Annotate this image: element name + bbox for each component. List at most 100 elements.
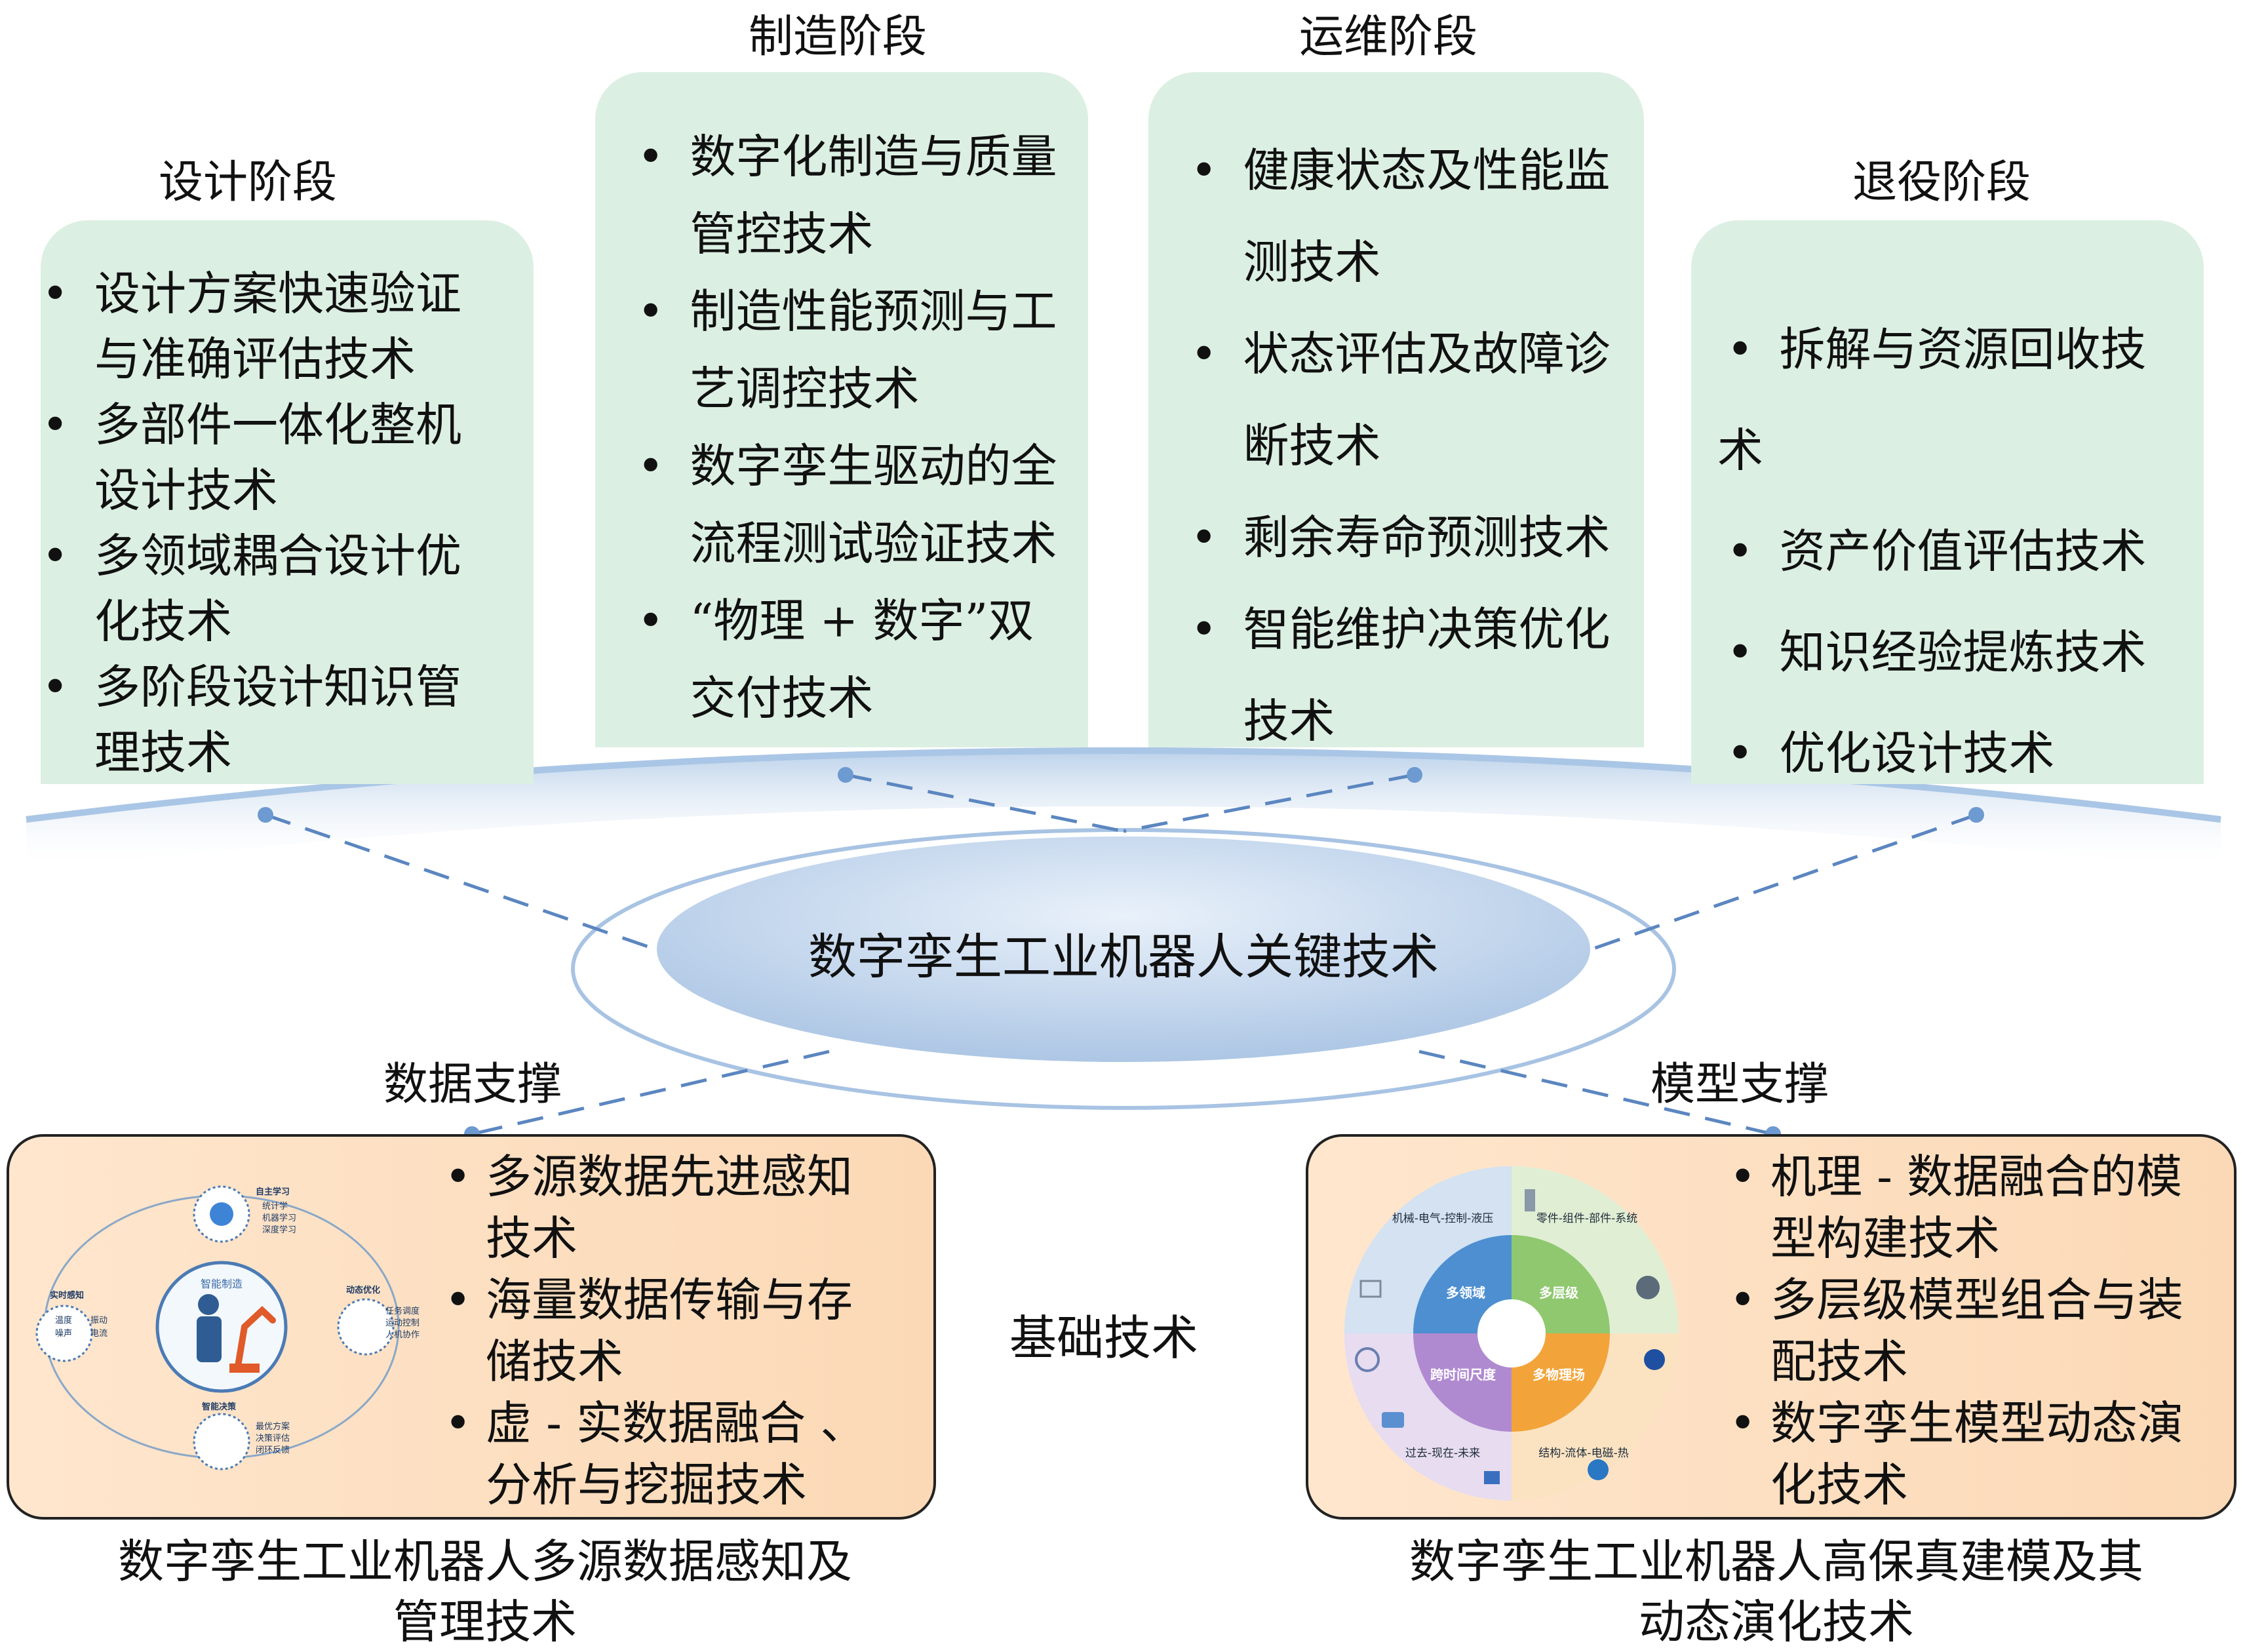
stage-item: 状态评估及故障诊断技术	[1243, 308, 1625, 492]
node-line: 运动控制	[385, 1318, 420, 1328]
coil-icon	[1644, 1349, 1665, 1370]
stage-item: 数字孪生驱动的全流程测试验证技术	[690, 427, 1069, 582]
stage-item: 制造性能预测与工艺调控技术	[690, 273, 1069, 427]
stage-list-design: 设计方案快速验证与准确评估技术 多部件一体化整机设计技术 多领域耦合设计优化技术…	[94, 261, 503, 785]
model-support-item: 多层级模型组合与装配技术	[1770, 1269, 2218, 1392]
worker-body-icon	[197, 1316, 222, 1362]
quadrant-label: 多领域	[1446, 1285, 1485, 1301]
data-support-caption: 数字孪生工业机器人多源数据感知及管理技术	[118, 1535, 852, 1649]
stage-card-design: 设计方案快速验证与准确评估技术 多部件一体化整机设计技术 多领域耦合设计优化技术…	[41, 220, 534, 784]
ring-label: 机械-电气-控制-液压	[1392, 1212, 1493, 1225]
stage-item: 设计方案快速验证与准确评估技术	[94, 261, 503, 392]
robot-base-icon	[229, 1364, 260, 1373]
data-support-figure: 智能制造 自主学习 统计学 机器学习 深度学习 动态优化 任务调度 运动控制 人…	[35, 1185, 420, 1470]
hub-label: 智能制造	[201, 1278, 243, 1290]
stage-item: 多部件一体化整机设计技术	[94, 392, 503, 523]
stage-item: 多领域耦合设计优化技术	[94, 523, 503, 654]
center-title: 数字孪生工业机器人关键技术	[808, 929, 1439, 985]
gear-physics	[1512, 1333, 1610, 1432]
connector-dot	[838, 767, 853, 783]
stage-card-manufacture: 数字化制造与质量管控技术 制造性能预测与工艺调控技术 数字孪生驱动的全流程测试验…	[595, 72, 1088, 747]
node-line: 振动	[90, 1316, 107, 1326]
stage-list-retire: 拆解与资源回收技术 资产价值评估技术 知识经验提炼技术 优化设计技术	[1717, 299, 2191, 804]
data-support-item: 虚 - 实数据融合 、分析与挖掘技术	[486, 1392, 894, 1516]
stage-item: 数字化制造与质量管控技术	[690, 118, 1069, 273]
stage-item: 智能维护决策优化技术	[1243, 583, 1625, 767]
stage-list-manufacture: 数字化制造与质量管控技术 制造性能预测与工艺调控技术 数字孪生驱动的全流程测试验…	[628, 118, 1068, 737]
node-learning-title: 自主学习	[256, 1187, 290, 1197]
stage-title-retire: 退役阶段	[1852, 157, 2031, 208]
model-support-item: 机理 - 数据融合的模型构建技术	[1770, 1146, 2218, 1269]
node-sensing	[35, 1305, 93, 1362]
connector-retire	[1591, 813, 1977, 951]
stage-card-operation: 健康状态及性能监测技术 状态评估及故障诊断技术 剩余寿命预测技术 智能维护决策优…	[1148, 72, 1644, 748]
connector-manufacture	[845, 773, 1124, 833]
clock-icon	[1355, 1347, 1380, 1372]
stage-list-operation: 健康状态及性能监测技术 状态评估及故障诊断技术 剩余寿命预测技术 智能维护决策优…	[1181, 125, 1624, 767]
node-sensing-title: 实时感知	[50, 1290, 84, 1301]
quadrant-label: 跨时间尺度	[1430, 1367, 1496, 1383]
worker-head-icon	[198, 1294, 219, 1315]
monitor-icon	[1382, 1412, 1404, 1428]
node-line: 噪声	[55, 1329, 72, 1339]
model-support-caption: 数字孪生工业机器人高保真建模及其动态演化技术	[1409, 1535, 2143, 1649]
robot-arm-icon	[235, 1306, 276, 1369]
data-support-item: 多源数据先进感知技术	[486, 1146, 894, 1269]
stage-title-operation: 运维阶段	[1299, 11, 1478, 63]
connector-operation	[1123, 773, 1415, 833]
gear-domain	[1413, 1235, 1512, 1333]
center-ellipse	[657, 836, 1590, 1062]
node-line: 决策评估	[256, 1433, 290, 1444]
node-line: 温度	[55, 1315, 72, 1326]
quadrant-label: 多物理场	[1533, 1367, 1585, 1383]
gear-level	[1512, 1235, 1610, 1333]
node-line: 深度学习	[262, 1225, 296, 1235]
ring-label: 零件-组件-部件-系统	[1536, 1212, 1637, 1225]
stage-item: 资产价值评估技术	[1717, 501, 2191, 602]
robot-arm-icon	[1525, 1189, 1535, 1211]
data-support-label: 数据支撑	[383, 1059, 562, 1111]
connector-data-support	[471, 1050, 830, 1136]
part-icon	[1636, 1276, 1660, 1299]
bar-chart-icon	[1484, 1471, 1500, 1484]
lifecycle-arc	[26, 751, 2221, 872]
stage-title-manufacture: 制造阶段	[749, 11, 928, 63]
node-optimize	[337, 1298, 395, 1356]
stage-title-design: 设计阶段	[159, 157, 338, 208]
node-line: 电流	[90, 1329, 107, 1339]
connector-model-support	[1418, 1050, 1774, 1136]
model-support-item: 数字孪生模型动态演化技术	[1770, 1392, 2218, 1516]
stage-item: 拆解与资源回收技术	[1717, 299, 2191, 501]
node-line: 最优方案	[256, 1421, 290, 1432]
node-line: 任务调度	[385, 1306, 420, 1316]
data-support-box: 智能制造 自主学习 统计学 机器学习 深度学习 动态优化 任务调度 运动控制 人…	[7, 1134, 936, 1520]
flow-icon	[1359, 1280, 1382, 1298]
model-support-label: 模型支撑	[1651, 1059, 1829, 1111]
foundation-label: 基础技术	[1009, 1310, 1199, 1366]
gear-time	[1413, 1333, 1512, 1432]
stage-item: 知识经验提炼技术	[1717, 602, 2191, 703]
node-line: 机器学习	[262, 1213, 296, 1223]
node-line: 统计学	[262, 1201, 288, 1211]
stage-item: 优化设计技术	[1717, 703, 2191, 804]
connector-dot	[1968, 807, 1984, 823]
stage-item: 剩余寿命预测技术	[1243, 492, 1625, 583]
data-support-item: 海量数据传输与存储技术	[486, 1269, 894, 1392]
model-support-list: 机理 - 数据融合的模型构建技术 多层级模型组合与装配技术 数字孪生模型动态演化…	[1720, 1146, 2218, 1516]
connector-dot	[258, 807, 273, 823]
node-line: 闭环反馈	[256, 1446, 290, 1455]
node-decision	[193, 1413, 250, 1470]
ai-icon	[210, 1202, 233, 1226]
model-support-box: 多领域 多层级 多物理场 跨时间尺度 机械-电气-控制-液压 零件-组件-部件-…	[1306, 1134, 2237, 1520]
ring-label: 结构-流体-电磁-热	[1538, 1447, 1628, 1460]
ring-label: 过去-现在-未来	[1405, 1447, 1480, 1460]
node-optimize-title: 动态优化	[346, 1285, 380, 1295]
fan-icon	[1588, 1459, 1609, 1480]
stage-card-retire: 拆解与资源回收技术 资产价值评估技术 知识经验提炼技术 优化设计技术	[1691, 220, 2204, 784]
gear-hub	[1477, 1299, 1546, 1367]
stage-item: 健康状态及性能监测技术	[1243, 125, 1625, 308]
connector-dot	[1407, 767, 1422, 783]
node-decision-title: 智能决策	[202, 1402, 237, 1412]
quadrant-label: 多层级	[1539, 1285, 1578, 1301]
